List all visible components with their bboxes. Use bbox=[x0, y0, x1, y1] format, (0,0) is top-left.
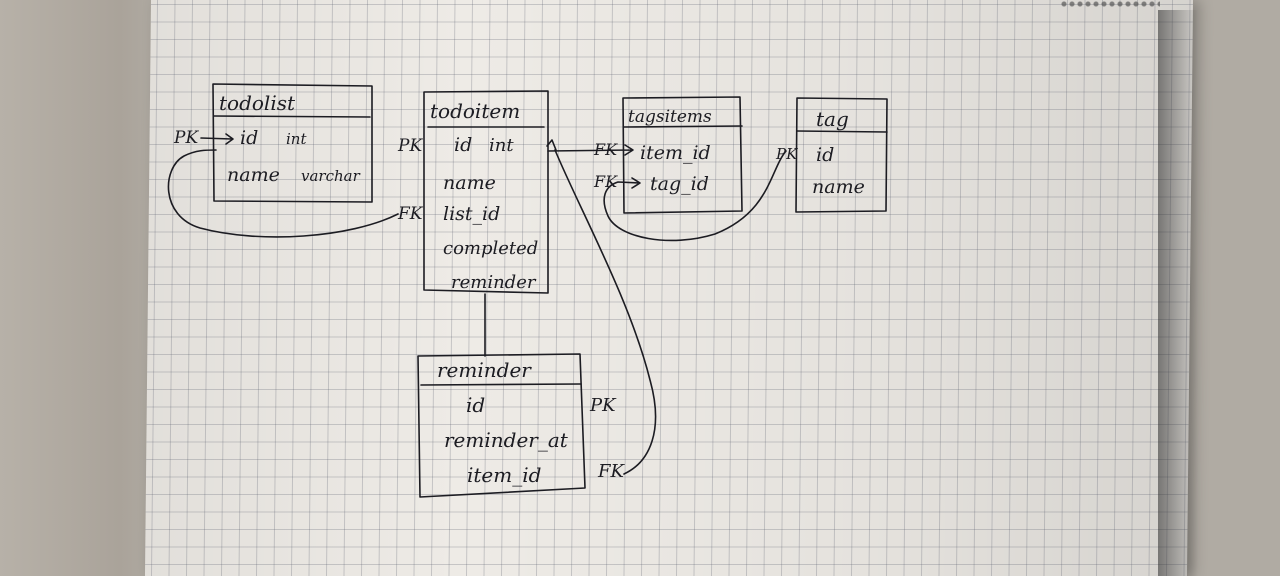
tagsitems-border bbox=[622, 96, 743, 214]
tag-title: tag bbox=[816, 107, 849, 131]
todolist-pk-label: PK bbox=[173, 128, 199, 148]
tag-pk-label: PK bbox=[775, 145, 798, 163]
todoitem-pk-label: PK bbox=[397, 136, 423, 156]
tag-border bbox=[795, 97, 888, 213]
reminder-title: reminder bbox=[437, 358, 532, 382]
relation-tag-id-to-tag-id bbox=[603, 150, 787, 242]
table-tagsitems: tagsitems item_id tag_id FK FK bbox=[593, 96, 743, 214]
relation-list-id-to-todolist-id bbox=[167, 149, 399, 238]
arrow-to-todolist-id bbox=[200, 133, 234, 145]
todolist-header-divider bbox=[213, 115, 371, 118]
todolist-field-id-type: int bbox=[286, 130, 307, 148]
tagsitems-field-tag-id: tag_id bbox=[650, 173, 709, 195]
page-edge-shadow bbox=[1158, 10, 1198, 576]
todoitem-field-list-id: list_id bbox=[443, 203, 500, 225]
tagsitems-title: tagsitems bbox=[628, 107, 712, 127]
reminder-field-item-id: item_id bbox=[467, 463, 541, 487]
relation-todoitem-id-to-item-id bbox=[547, 144, 634, 156]
tagsitems-field-item-id: item_id bbox=[640, 142, 711, 164]
todolist-field-name-type: varchar bbox=[301, 167, 361, 185]
reminder-field-id: id bbox=[466, 393, 485, 417]
tag-field-id: id bbox=[816, 144, 834, 166]
table-tag: tag id name PK bbox=[775, 97, 888, 213]
todoitem-field-name: name bbox=[443, 172, 496, 194]
reminder-border bbox=[417, 353, 586, 498]
table-todoitem: todoitem id int name list_id completed r… bbox=[397, 90, 549, 294]
todoitem-fk-label: FK bbox=[397, 204, 424, 224]
todolist-field-name: name bbox=[227, 164, 280, 186]
reminder-pk-label: PK bbox=[589, 395, 617, 416]
todoitem-field-reminder: reminder bbox=[451, 272, 537, 293]
arrow-head-todoitem-id bbox=[546, 139, 557, 151]
notebook-spiral bbox=[1060, 0, 1160, 8]
tag-header-divider bbox=[796, 130, 888, 133]
todoitem-field-id-type: int bbox=[489, 135, 514, 156]
table-reminder: reminder id reminder_at item_id PK FK bbox=[417, 353, 625, 498]
tagsitems-fk1-label: FK bbox=[593, 140, 618, 159]
todolist-title: todolist bbox=[219, 91, 296, 115]
tag-field-name: name bbox=[812, 176, 865, 198]
tagsitems-header-divider bbox=[623, 125, 743, 128]
todoitem-title: todoitem bbox=[430, 99, 520, 123]
table-todolist: todolist id int name varchar PK bbox=[173, 83, 373, 203]
todoitem-field-completed: completed bbox=[443, 238, 538, 259]
tagsitems-fk2-label: FK bbox=[593, 172, 618, 191]
todoitem-field-id: id bbox=[454, 134, 472, 156]
reminder-header-divider bbox=[420, 383, 582, 386]
reminder-fk-label: FK bbox=[597, 461, 625, 482]
todolist-field-id: id bbox=[240, 127, 258, 149]
relation-item-id-to-todoitem-id bbox=[554, 149, 657, 475]
todoitem-border bbox=[423, 90, 549, 294]
todolist-border bbox=[212, 83, 373, 203]
reminder-field-reminder-at: reminder_at bbox=[444, 428, 569, 452]
